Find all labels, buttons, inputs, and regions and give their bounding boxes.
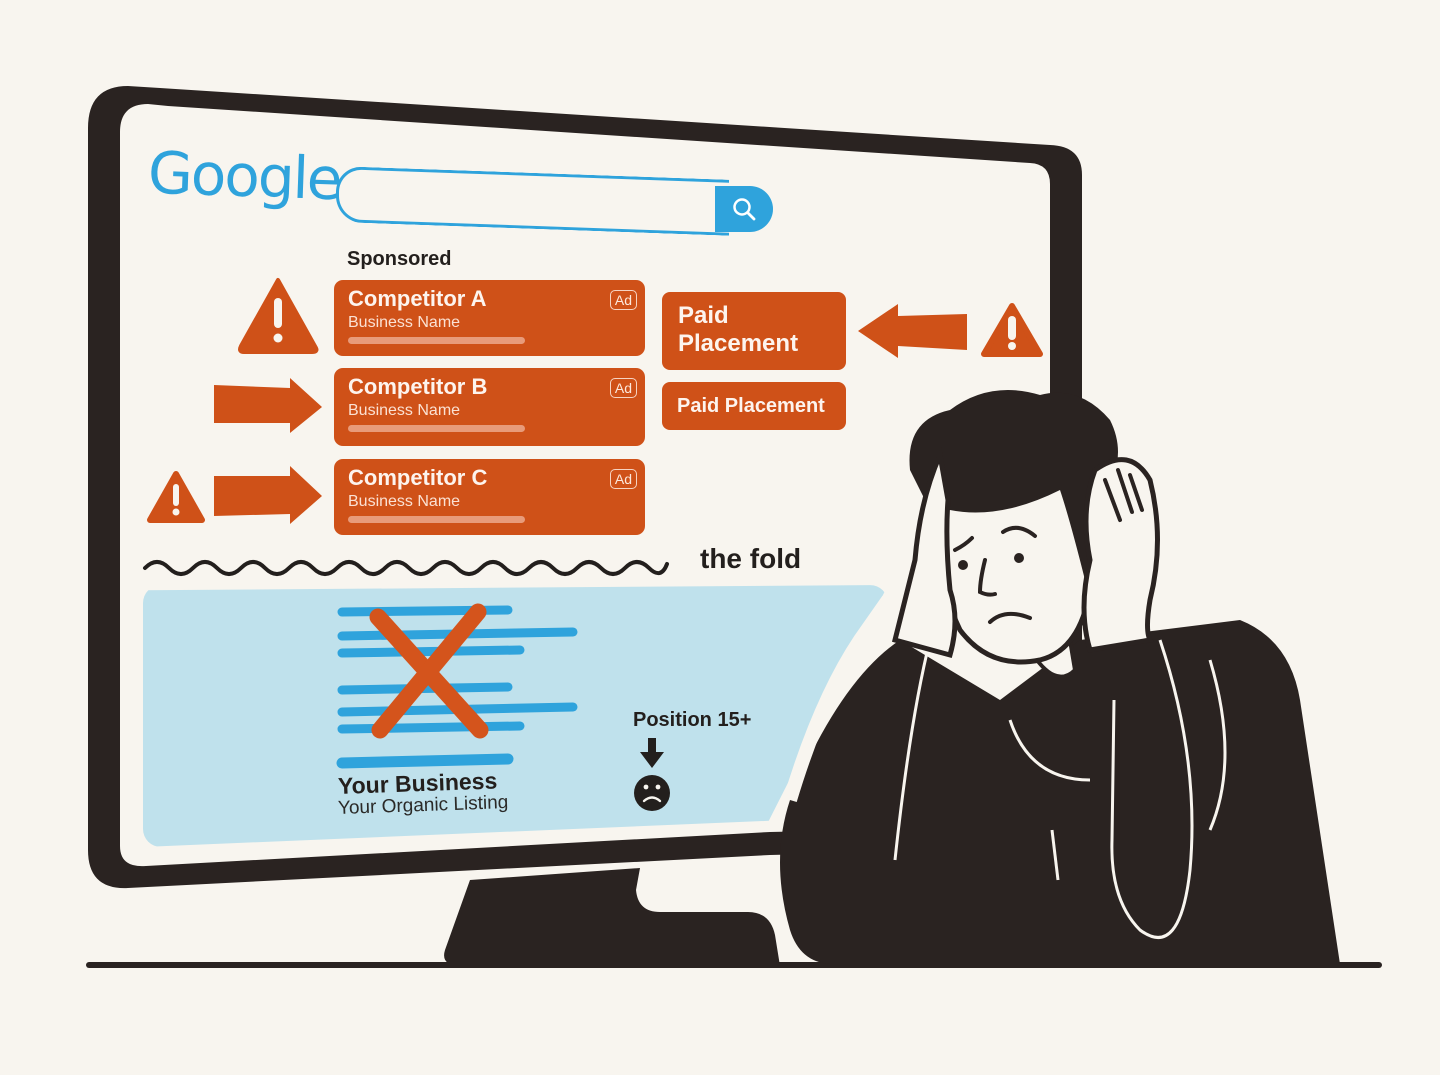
- position-label: Position 15+: [633, 709, 752, 731]
- ad-badge: Ad: [609, 378, 637, 398]
- search-button[interactable]: [715, 186, 773, 232]
- ad-subtitle: Business Name: [348, 314, 461, 331]
- paid-placement-large: Paid Placement: [662, 292, 846, 370]
- paid-placement-small-label: Paid Placement: [677, 395, 825, 417]
- ad-subtitle: Business Name: [348, 402, 461, 419]
- fold-wavy-line: [143, 560, 669, 576]
- warning-icon: [238, 278, 319, 354]
- arrow-right-icon: [214, 378, 322, 433]
- paid-placement-small: Paid Placement: [662, 382, 846, 430]
- sad-face-icon: [634, 775, 670, 811]
- x-mark-icon: [369, 603, 489, 739]
- ad-text-placeholder-bar: [348, 425, 525, 432]
- ad-card-competitor-a[interactable]: Competitor A Business Name Ad: [334, 280, 645, 356]
- warning-icon: [147, 471, 205, 523]
- sponsored-label: Sponsored: [347, 248, 452, 270]
- ad-title: Competitor C: [348, 465, 488, 490]
- arrow-right-icon: [214, 466, 322, 524]
- ad-title: Competitor A: [348, 286, 487, 311]
- ad-badge: Ad: [609, 290, 637, 310]
- ad-card-competitor-b[interactable]: Competitor B Business Name Ad: [334, 368, 645, 446]
- warning-icon: [981, 303, 1043, 357]
- fold-label: the fold: [700, 543, 802, 574]
- ad-text-placeholder-bar: [348, 516, 525, 523]
- arrow-down-icon: [640, 738, 664, 768]
- ad-text-placeholder-bar: [348, 337, 525, 344]
- ad-badge: Ad: [609, 469, 637, 489]
- arrow-left-icon: [858, 304, 967, 358]
- ad-subtitle: Business Name: [348, 493, 461, 510]
- ad-card-competitor-c[interactable]: Competitor C Business Name Ad: [334, 459, 645, 535]
- paid-placement-large-label: Paid Placement: [678, 302, 799, 357]
- ad-title: Competitor B: [348, 374, 488, 399]
- search-icon: [733, 198, 756, 221]
